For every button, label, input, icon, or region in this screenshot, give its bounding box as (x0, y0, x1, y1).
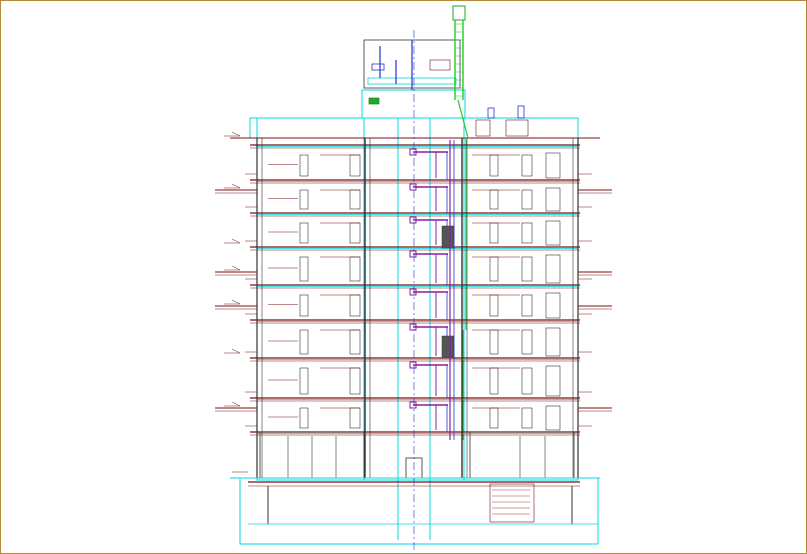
level-tag-left-diag (231, 265, 241, 271)
door-left-b (349, 154, 361, 177)
level-tag-left-diag (231, 348, 241, 354)
plumbing-fitting (409, 183, 417, 191)
window-left-a (299, 256, 309, 282)
plumbing-fitting (409, 216, 417, 224)
door-right-c (545, 254, 561, 284)
window-right-b (521, 189, 533, 210)
window-right-b (521, 154, 533, 177)
roof-fixture-1 (371, 63, 385, 71)
roof-pump-2 (517, 105, 525, 119)
window-right-a (489, 329, 499, 355)
plumbing-fitting (409, 361, 417, 369)
plumbing-fitting (409, 250, 417, 258)
window-right-a (489, 154, 499, 177)
window-right-a (489, 367, 499, 395)
window-right-b (521, 329, 533, 355)
window-right-a (489, 407, 499, 429)
level-tag-left-diag (231, 299, 241, 305)
window-left-a (299, 154, 309, 177)
door-left-b (349, 329, 361, 355)
door-left-b (349, 294, 361, 317)
level-tag-left-diag (231, 131, 241, 137)
door-left-b (349, 222, 361, 244)
plumbing-fitting (409, 401, 417, 409)
door-right-c (545, 187, 561, 212)
window-left-a (299, 189, 309, 210)
shaft-equipment-2 (441, 335, 455, 359)
door-left-b (349, 256, 361, 282)
window-right-a (489, 256, 499, 282)
window-right-b (521, 294, 533, 317)
door-left-b (349, 407, 361, 429)
door-right-c (545, 292, 561, 319)
vent-bend (457, 99, 469, 139)
door-right-c (545, 220, 561, 246)
vent-cap (452, 5, 466, 21)
window-left-a (299, 367, 309, 395)
door-right-c (545, 327, 561, 357)
door-left-b (349, 189, 361, 210)
window-left-a (299, 407, 309, 429)
basement-outline (239, 477, 599, 545)
door-right-c (545, 405, 561, 431)
roof-pump-1 (487, 107, 495, 119)
door-left-b (349, 367, 361, 395)
window-left-a (299, 222, 309, 244)
window-left-a (299, 329, 309, 355)
tank-indicator (368, 97, 380, 105)
window-right-b (521, 222, 533, 244)
window-right-a (489, 294, 499, 317)
roof-fixture-2 (429, 59, 451, 71)
ground-floor-right (469, 431, 575, 479)
level-tag-left-diag (231, 401, 241, 407)
window-right-a (489, 222, 499, 244)
level-tag-left-diag (231, 238, 241, 244)
level-tag-left-diag (231, 183, 241, 189)
basement-note-box (489, 483, 535, 523)
door-right-c (545, 152, 561, 179)
window-right-b (521, 256, 533, 282)
plumbing-fitting (409, 148, 417, 156)
roof-unit-2 (505, 119, 529, 137)
roof-unit-1 (475, 119, 491, 137)
plumbing-fitting (409, 288, 417, 296)
rooftop-machine-room (361, 89, 466, 119)
building-envelope (256, 117, 579, 481)
window-right-b (521, 407, 533, 429)
window-left-a (299, 294, 309, 317)
shaft-equipment-1 (441, 225, 455, 249)
plumbing-fitting (409, 323, 417, 331)
door-right-c (545, 365, 561, 397)
window-right-a (489, 189, 499, 210)
window-right-b (521, 367, 533, 395)
